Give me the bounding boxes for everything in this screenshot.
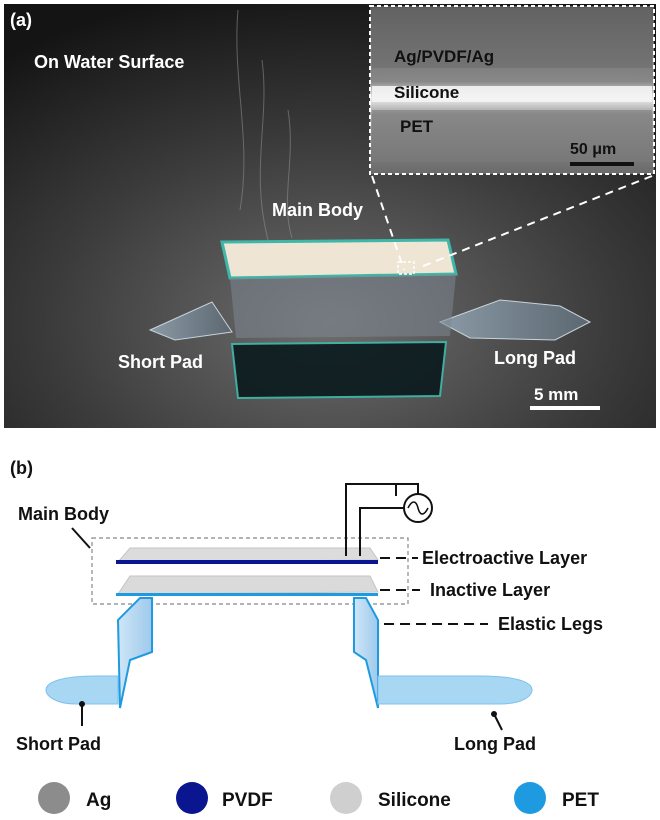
legend-swatch-pet: [514, 782, 546, 814]
device-top-surface: [220, 238, 458, 280]
pet-layer-line: [116, 593, 378, 596]
electroactive-layer-label: Electroactive Layer: [422, 548, 587, 568]
device-side: [230, 274, 456, 338]
sem-label-pet: PET: [400, 117, 434, 136]
short-pad-schematic: [45, 675, 119, 705]
panel-b-schematic: (b) Main Body Electroactive Layer Inacti…: [10, 458, 603, 754]
inactive-layer-label: Inactive Layer: [430, 580, 550, 600]
ac-wave-glyph: [407, 501, 429, 515]
long-pad-photo-label: Long Pad: [494, 348, 576, 368]
long-pad-schematic: [377, 675, 533, 705]
device-reflection: [230, 340, 448, 400]
panel-b-label: (b): [10, 458, 33, 478]
sem-scale-bar: [570, 162, 634, 166]
water-surface-label: On Water Surface: [34, 52, 184, 72]
zoom-line-left: [371, 175, 405, 271]
pvdf-layer-line: [116, 560, 378, 564]
panel-a-photo: Ag/PVDF/Ag Silicone PET 50 μm (a) On Wat…: [4, 4, 656, 428]
wire-line: [236, 9, 245, 211]
zoom-region-box: [397, 261, 415, 275]
legend-label-ag: Ag: [86, 790, 111, 811]
photo-scale-label: 5 mm: [534, 385, 578, 404]
elastic-leg-right: [353, 597, 379, 709]
wire-line: [286, 109, 293, 239]
short-pad-photo: [148, 301, 233, 341]
sem-scale-label: 50 μm: [570, 141, 616, 158]
long-pad-pointer: [493, 713, 503, 731]
source-wire-outer: [345, 483, 397, 556]
legend-label-pvdf: PVDF: [222, 790, 273, 811]
long-pad-photo: [438, 299, 592, 341]
sem-label-agpvdf: Ag/PVDF/Ag: [394, 47, 494, 66]
sem-inset: Ag/PVDF/Ag Silicone PET 50 μm: [369, 5, 655, 175]
photo-scale-bar: [530, 406, 600, 410]
legend-swatch-ag: [38, 782, 70, 814]
legend-label-pet: PET: [562, 790, 599, 811]
main-body-photo-label: Main Body: [272, 200, 363, 220]
main-body-pointer: [71, 527, 91, 549]
wire-line: [259, 59, 269, 241]
legend-swatch-silicone: [330, 782, 362, 814]
sem-agpvdf-band: [372, 8, 652, 68]
sem-pet-band: [372, 110, 652, 162]
main-body-schematic-label: Main Body: [18, 504, 109, 524]
panel-a-label: (a): [10, 10, 32, 30]
source-wire-top: [396, 483, 419, 494]
elastic-legs-label: Elastic Legs: [498, 614, 603, 634]
material-legend: Ag PVDF Silicone PET: [38, 782, 599, 814]
legend-swatch-pvdf: [176, 782, 208, 814]
short-pad-schematic-label: Short Pad: [16, 734, 101, 754]
sem-label-silicone: Silicone: [394, 83, 459, 102]
short-pad-photo-label: Short Pad: [118, 352, 203, 372]
long-pad-schematic-label: Long Pad: [454, 734, 536, 754]
elastic-leg-left: [116, 597, 153, 709]
legend-label-silicone: Silicone: [378, 790, 451, 811]
source-wire-inner: [359, 507, 390, 556]
main-body-box: [91, 537, 409, 605]
sem-silicone-band: [372, 86, 652, 102]
inactive-layer-top: [117, 575, 379, 595]
electroactive-layer-top: [116, 547, 379, 563]
